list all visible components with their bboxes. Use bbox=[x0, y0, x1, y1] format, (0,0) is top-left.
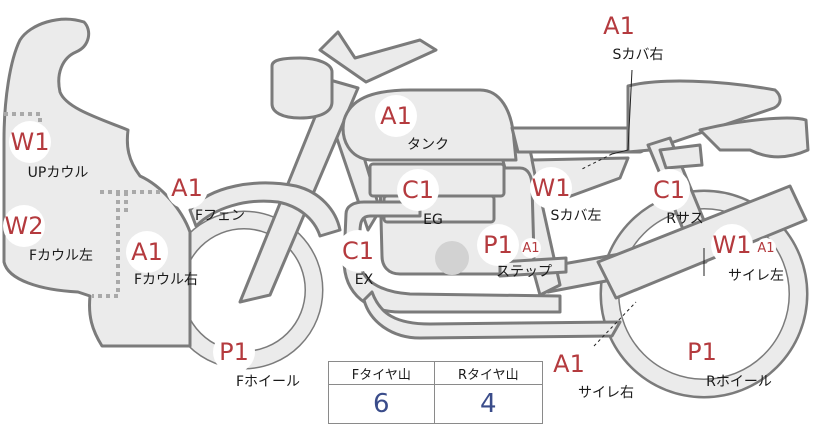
label-f-cowl-left: Fカウル左 bbox=[28, 248, 94, 264]
code-rear-wheel: P1 bbox=[681, 331, 723, 373]
label-up-cowl: UPカウル bbox=[27, 165, 89, 181]
headlight-shape bbox=[270, 56, 334, 120]
tire-table-value-row: 6 4 bbox=[328, 384, 544, 424]
label-tank: タンク bbox=[407, 137, 449, 153]
code-f-cowl-right: A1 bbox=[126, 231, 168, 273]
code-front-wheel: P1 bbox=[213, 331, 255, 373]
code-silencer-left-secondary: A1 bbox=[756, 238, 776, 258]
code-silencer-left: W1 bbox=[711, 224, 753, 266]
label-silencer-left: サイレ左 bbox=[728, 268, 784, 284]
code-front-fender: A1 bbox=[166, 167, 208, 209]
front-tread-value: 6 bbox=[328, 384, 435, 424]
leader-s-cover-right bbox=[611, 69, 633, 155]
code-tank: A1 bbox=[375, 95, 417, 137]
cowl-split-lines bbox=[4, 112, 160, 298]
code-f-cowl-left: W2 bbox=[3, 205, 45, 247]
label-front-fender: Fフェン bbox=[194, 208, 246, 224]
rear-cowl-shape bbox=[626, 79, 782, 154]
tire-tread-table: Fタイヤ山 Rタイヤ山 6 4 bbox=[328, 361, 544, 424]
code-silencer-right: A1 bbox=[548, 343, 590, 385]
label-rear-wheel: Rホイール bbox=[706, 374, 772, 390]
code-rear-suspension: C1 bbox=[648, 169, 690, 211]
front-fender-shape bbox=[188, 181, 342, 238]
step-shape bbox=[498, 256, 568, 278]
label-s-cover-right: Sカバ右 bbox=[612, 47, 664, 63]
rear-tread-value: 4 bbox=[433, 384, 544, 424]
code-exhaust: C1 bbox=[337, 230, 379, 272]
code-s-cover-left: W1 bbox=[530, 167, 572, 209]
code-up-cowl: W1 bbox=[9, 121, 51, 163]
code-step: P1 bbox=[477, 224, 519, 266]
label-s-cover-left: Sカバ左 bbox=[550, 208, 602, 224]
code-engine: C1 bbox=[397, 169, 439, 211]
label-step: ステップ bbox=[496, 264, 552, 280]
label-silencer-right: サイレ右 bbox=[578, 385, 634, 401]
handlebar-shape bbox=[318, 30, 438, 84]
label-exhaust: EX bbox=[354, 272, 374, 288]
label-front-wheel: Fホイール bbox=[235, 374, 301, 390]
front-cowl-shape bbox=[2, 17, 192, 348]
label-rear-suspension: Rサス bbox=[666, 211, 704, 227]
leader-silencer-right bbox=[593, 301, 637, 347]
label-f-cowl-right: Fカウル右 bbox=[133, 272, 199, 288]
code-s-cover-right: A1 bbox=[598, 5, 640, 47]
silencer-shape bbox=[596, 184, 808, 300]
tire-table-header-row: Fタイヤ山 Rタイヤ山 bbox=[328, 361, 544, 385]
rear-tread-header: Rタイヤ山 bbox=[433, 361, 544, 385]
front-tread-header: Fタイヤ山 bbox=[328, 361, 435, 385]
label-engine: EG bbox=[423, 212, 443, 228]
code-step-secondary: A1 bbox=[521, 238, 541, 258]
tail-shape bbox=[698, 116, 810, 159]
